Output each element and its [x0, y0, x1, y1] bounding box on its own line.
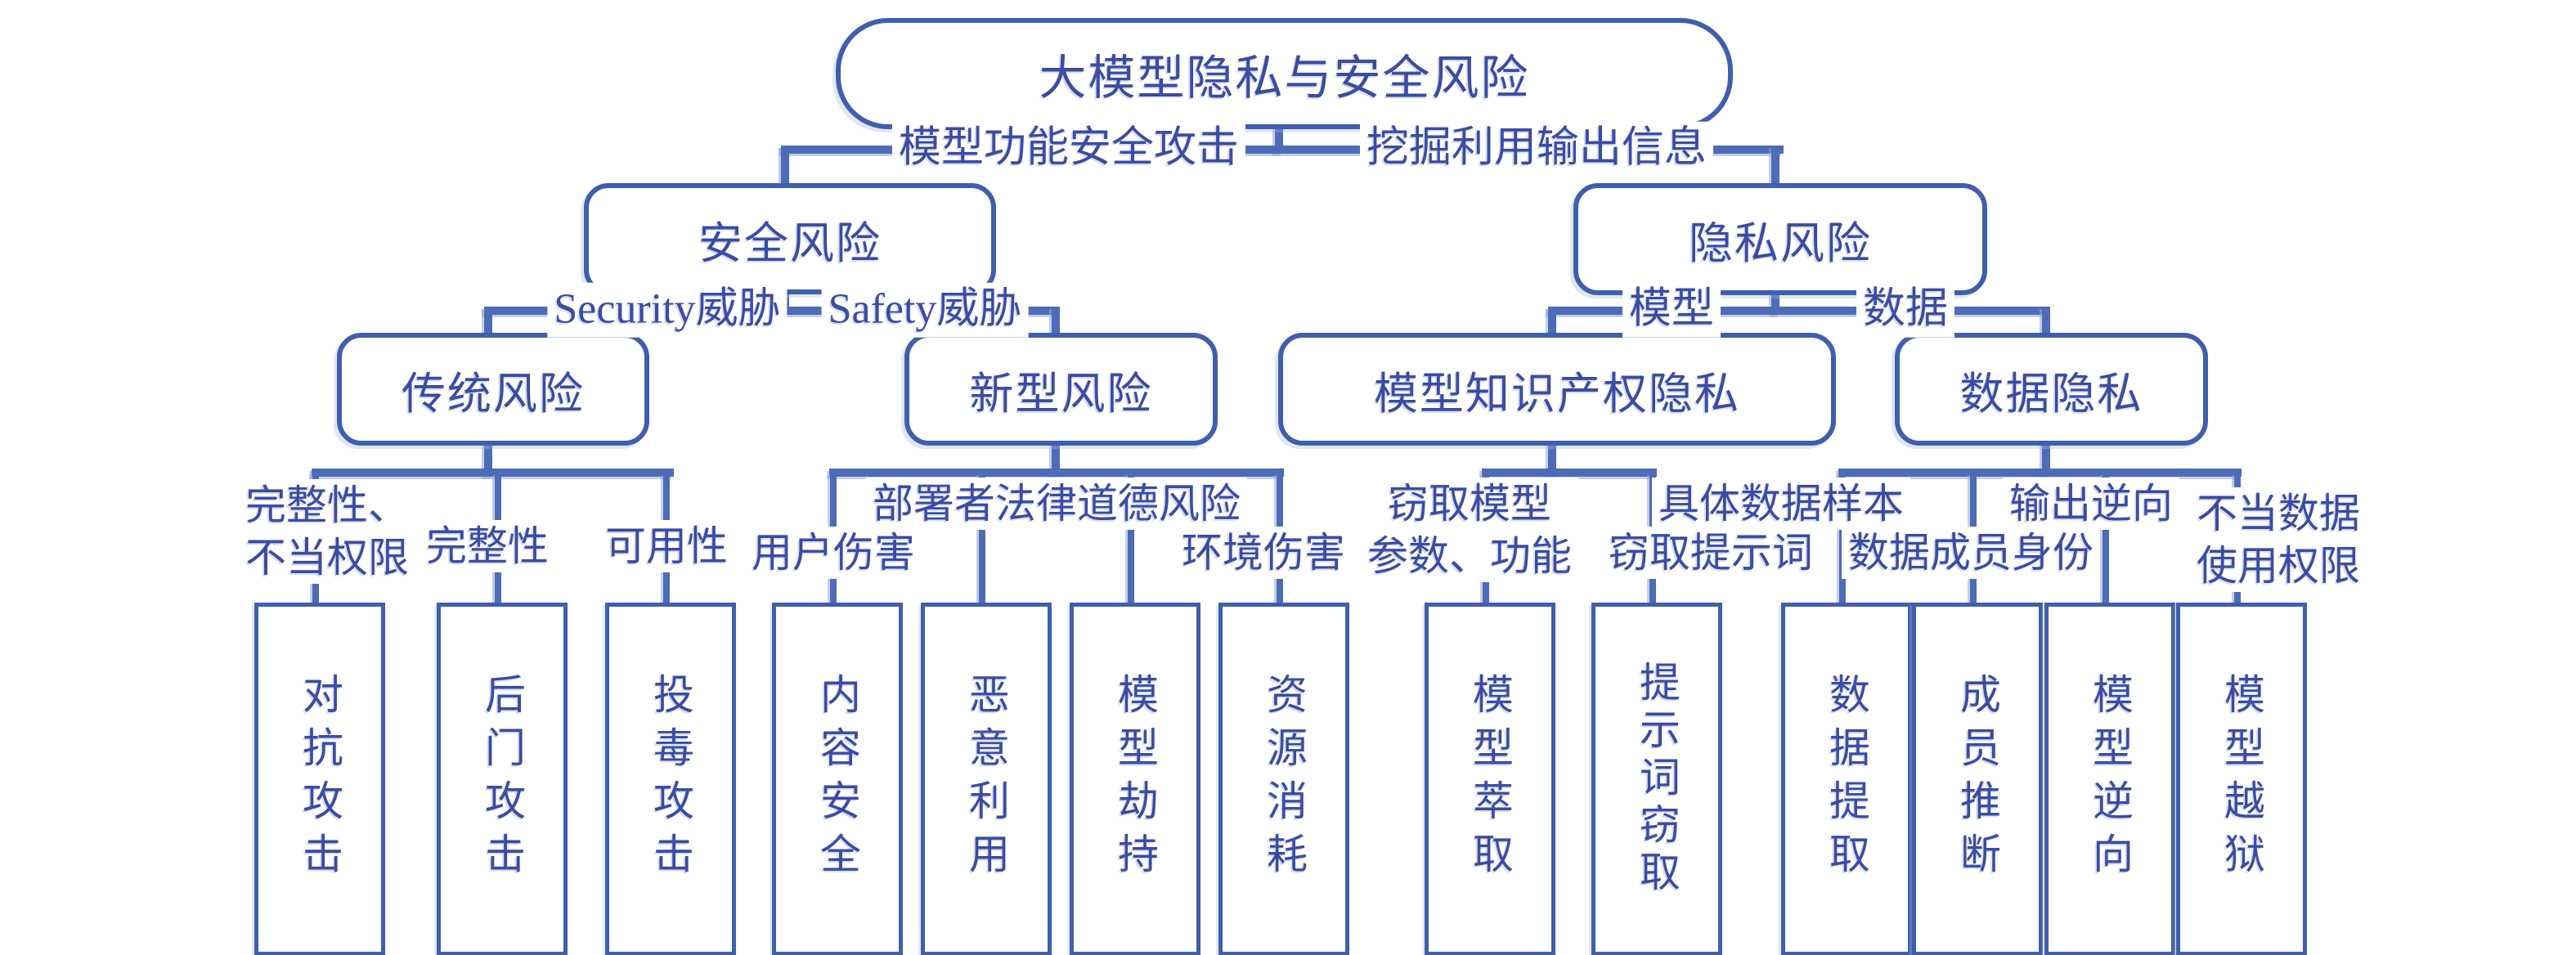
node-root: 大模型隐私与安全风险 — [836, 18, 1733, 129]
leaf-content-safety: 内容安全 — [772, 603, 903, 955]
edge-label-to-security: 模型功能安全攻击 — [891, 121, 1246, 177]
leaf-resource-consumption: 资源消耗 — [1218, 603, 1349, 955]
connector-line — [1548, 307, 2050, 315]
edge-label-user-harm: 用户伤害 — [745, 527, 922, 579]
connector-line — [829, 469, 1284, 477]
edge-label-deployer-legal-ethical-risk: 部署者法律道德风险 — [866, 478, 1247, 530]
leaf-prompt-stealing-label: 提示词窃取 — [1634, 661, 1680, 898]
node-novel-risk-label: 新型风险 — [969, 369, 1153, 419]
edge-label-availability: 可用性 — [599, 520, 734, 572]
leaf-membership-inference-label: 成员推断 — [1954, 673, 2000, 886]
connector-line — [1771, 146, 1779, 183]
leaf-model-hijacking: 模型劫持 — [1070, 603, 1200, 955]
node-data-privacy-label: 数据隐私 — [1959, 369, 2143, 419]
node-novel-risk: 新型风险 — [904, 333, 1218, 446]
edge-label-data-membership: 数据成员身份 — [1842, 527, 2100, 579]
leaf-resource-consumption-label: 资源消耗 — [1261, 673, 1307, 886]
connector-line — [1052, 307, 1060, 333]
leaf-data-extraction-label: 数据提取 — [1824, 673, 1869, 886]
leaf-membership-inference: 成员推断 — [1912, 603, 2043, 955]
connector-line — [781, 146, 1784, 154]
edge-label-integrity: 完整性 — [420, 520, 555, 572]
edge-label-steal-model-params: 窃取模型 参数、功能 — [1361, 478, 1578, 582]
node-security-risk-label: 安全风险 — [698, 218, 882, 268]
leaf-backdoor-attack-label: 后门攻击 — [479, 673, 525, 886]
connector-line — [2042, 436, 2050, 477]
connector-line — [2042, 307, 2050, 333]
connector-line — [484, 307, 492, 333]
leaf-malicious-use-label: 恶意利用 — [963, 673, 1009, 886]
connector-line — [1052, 436, 1060, 477]
connector-line — [312, 469, 674, 477]
leaf-model-hijacking-label: 模型劫持 — [1112, 673, 1158, 886]
node-root-label: 大模型隐私与安全风险 — [1039, 52, 1530, 105]
leaf-poisoning-attack-label: 投毒攻击 — [648, 673, 693, 886]
connector-line — [1548, 307, 1556, 333]
node-data-privacy: 数据隐私 — [1895, 333, 2208, 446]
leaf-poisoning-attack: 投毒攻击 — [605, 603, 736, 955]
edge-label-integrity-improper-permission: 完整性、 不当权限 — [239, 479, 415, 584]
node-model-ip-privacy-label: 模型知识产权隐私 — [1374, 369, 1740, 419]
connector-line — [781, 146, 789, 183]
leaf-model-jailbreak: 模型越狱 — [2176, 603, 2307, 955]
edge-label-security-threat: Security威胁 — [547, 282, 788, 338]
edge-label-to-privacy: 挖掘利用输出信息 — [1359, 121, 1714, 177]
leaf-model-inversion-label: 模型逆向 — [2087, 673, 2133, 886]
edge-label-data: 数据 — [1856, 282, 1955, 338]
leaf-prompt-stealing: 提示词窃取 — [1591, 603, 1722, 955]
leaf-backdoor-attack: 后门攻击 — [437, 603, 568, 955]
leaf-model-jailbreak-label: 模型越狱 — [2219, 673, 2264, 886]
connector-line — [1771, 285, 1779, 315]
leaf-model-extraction-label: 模型萃取 — [1467, 673, 1513, 886]
edge-label-output-inversion: 输出逆向 — [2003, 478, 2179, 530]
connector-line — [1548, 436, 1556, 477]
connector-line — [979, 473, 985, 603]
connector-line — [1275, 119, 1283, 154]
leaf-malicious-use: 恶意利用 — [921, 603, 1052, 955]
edge-label-environment-harm: 环境伤害 — [1175, 527, 1352, 579]
leaf-content-safety-label: 内容安全 — [815, 673, 860, 886]
leaf-data-extraction: 数据提取 — [1781, 603, 1912, 955]
node-traditional-risk-label: 传统风险 — [402, 369, 585, 419]
leaf-adversarial-attack-label: 对抗攻击 — [297, 673, 343, 886]
leaf-adversarial-attack: 对抗攻击 — [254, 603, 385, 955]
edge-label-model: 模型 — [1622, 282, 1721, 338]
connector-line — [1128, 473, 1134, 603]
node-privacy-risk-label: 隐私风险 — [1689, 219, 1872, 268]
leaf-model-extraction: 模型萃取 — [1425, 603, 1555, 955]
node-security-risk: 安全风险 — [584, 183, 996, 294]
node-model-ip-privacy: 模型知识产权隐私 — [1278, 333, 1836, 446]
node-traditional-risk: 传统风险 — [337, 333, 649, 446]
leaf-model-inversion: 模型逆向 — [2044, 603, 2175, 955]
connector-line — [2103, 473, 2109, 603]
connector-line — [1838, 469, 2242, 477]
connector-line — [484, 436, 492, 477]
edge-label-specific-data-sample: 具体数据样本 — [1652, 478, 1910, 530]
connector-line — [1482, 469, 1657, 477]
node-privacy-risk: 隐私风险 — [1573, 183, 1987, 295]
edge-label-safety-threat: Safety威胁 — [821, 282, 1029, 338]
edge-label-improper-data-usage: 不当数据 使用权限 — [2190, 487, 2367, 592]
edge-label-steal-prompt: 窃取提示词 — [1602, 527, 1820, 579]
